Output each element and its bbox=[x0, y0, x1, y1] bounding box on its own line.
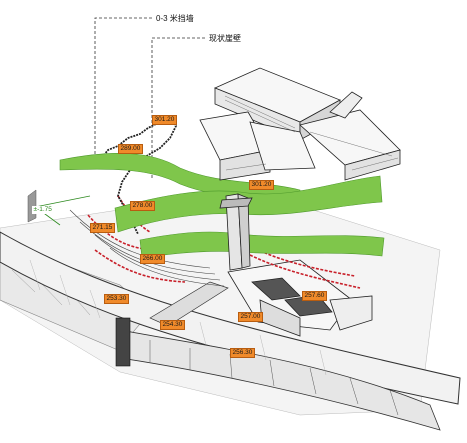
elevation-label: 257.00 bbox=[238, 312, 263, 322]
elevation-label: 253.30 bbox=[104, 294, 129, 304]
curved-roof-structure bbox=[0, 231, 461, 431]
elevation-label: 271.15 bbox=[90, 223, 115, 233]
elevation-label: 289.00 bbox=[118, 144, 143, 154]
stair-tower bbox=[115, 317, 131, 367]
edge-elevation-label: ±-1.75 bbox=[32, 206, 54, 214]
callout-wall-label: 0-3 米挡墙 bbox=[156, 14, 194, 23]
elevation-label: 301.20 bbox=[249, 180, 274, 190]
elevation-label: 301.20 bbox=[152, 115, 177, 125]
elevation-label: 278.00 bbox=[130, 201, 155, 211]
existing-cliff-line bbox=[99, 116, 178, 235]
elevation-label: 257.60 bbox=[302, 291, 327, 301]
elevation-label: 266.00 bbox=[140, 254, 165, 264]
elevation-label: 256.30 bbox=[230, 348, 255, 358]
callout-leaders bbox=[94, 17, 205, 180]
callout-cliff-label: 现状崖壁 bbox=[209, 34, 241, 43]
elevator-tower bbox=[219, 193, 253, 271]
upper-buildings bbox=[199, 67, 401, 181]
elevation-label: 254.30 bbox=[160, 320, 185, 330]
building-window-lines bbox=[224, 95, 399, 171]
